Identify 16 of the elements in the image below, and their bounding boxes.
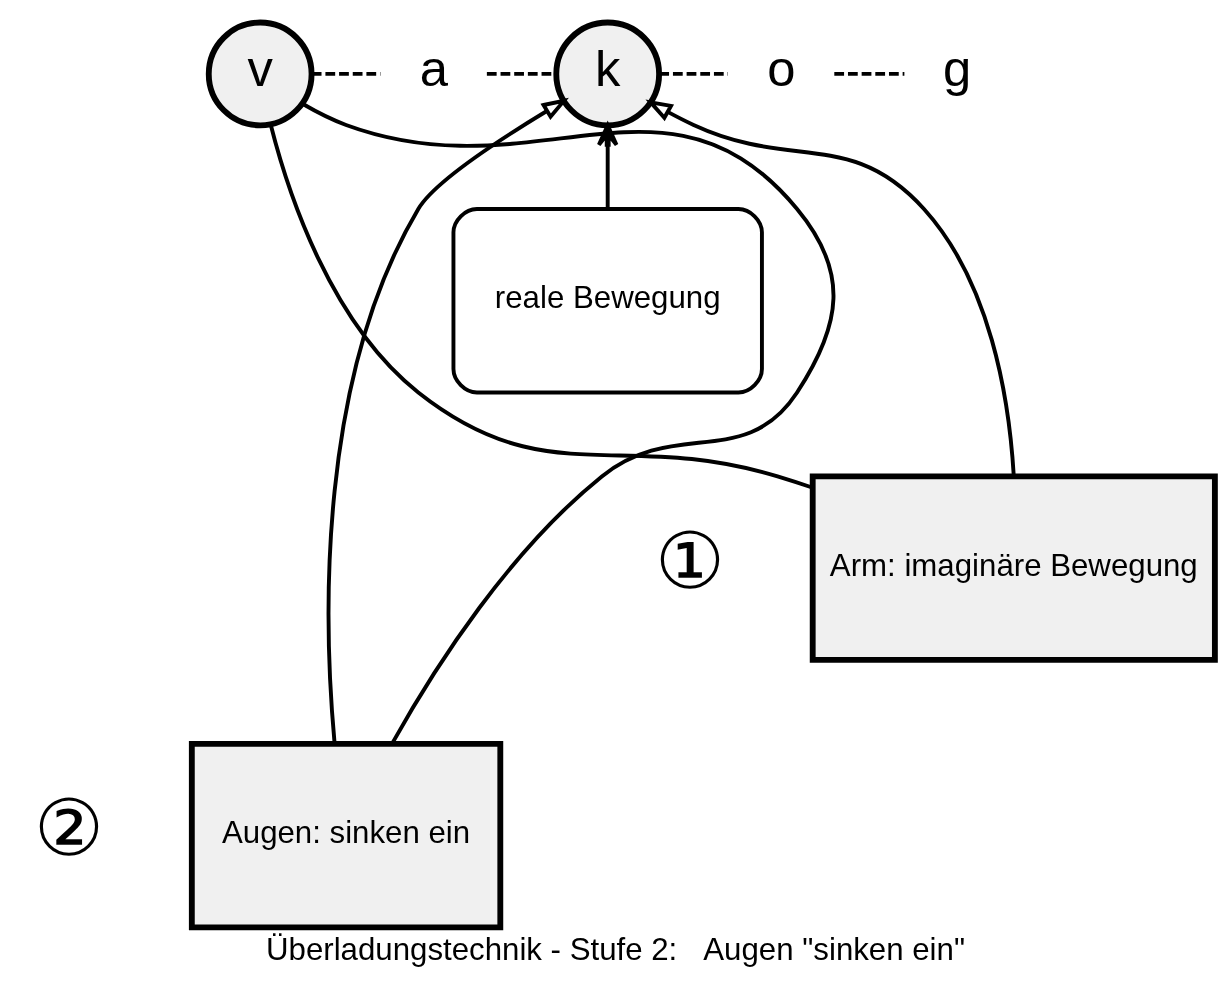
node-box: Augen: sinken ein (188, 740, 504, 931)
arrow (645, 99, 1016, 477)
arrow (326, 97, 569, 744)
connector (834, 71, 905, 76)
connector (268, 123, 813, 490)
arrow (596, 123, 619, 209)
caption: Überladungstechnik - Stufe 2: Augen "sinken ein" (266, 932, 965, 968)
node-box: Arm: imaginäre Bewegung (809, 473, 1218, 663)
node-box: reale Bewegung (451, 207, 764, 395)
label: ① (654, 516, 725, 605)
node-circle: v (205, 19, 315, 129)
node-text: g (943, 40, 972, 98)
label: ② (33, 784, 104, 873)
node-text: o (767, 40, 796, 98)
node-circle: k (553, 19, 663, 129)
node-text: a (419, 40, 449, 98)
